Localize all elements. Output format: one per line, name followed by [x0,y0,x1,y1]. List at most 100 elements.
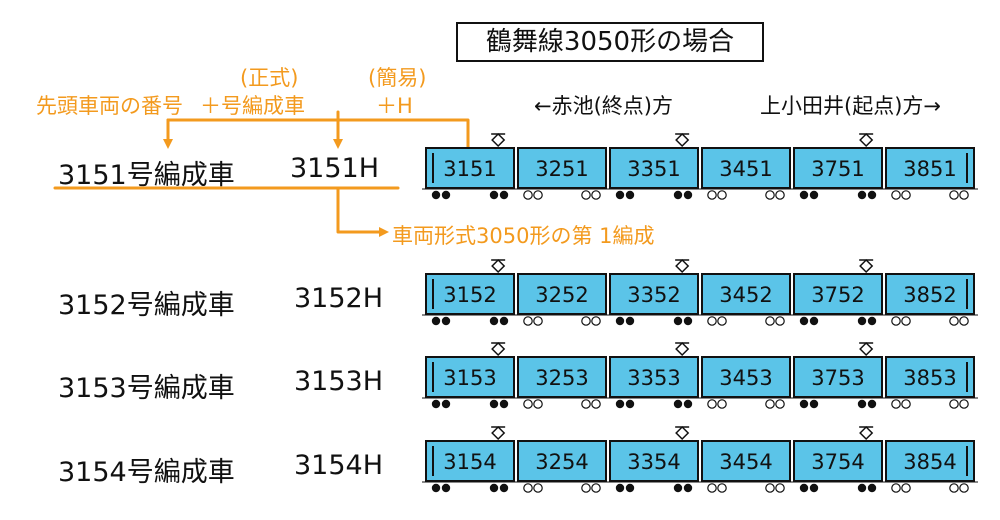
car-body [517,147,607,189]
motor-wheel-icon [615,483,625,493]
motor-wheel-icon [867,316,877,326]
train-car: 3252 [517,273,607,326]
pantograph-icon [491,258,506,274]
train-car: 3753 [793,341,883,409]
motor-wheel-icon [867,399,877,409]
motor-wheel-icon [683,483,693,493]
trailer-wheel-icon [765,483,775,493]
train-car: 3353 [609,341,699,409]
trailer-wheel-icon [533,399,543,409]
car-number: 3851 [903,157,956,181]
motor-wheel-icon [615,399,625,409]
trailer-wheel-icon [959,316,969,326]
motor-wheel-icon [625,483,635,493]
motor-wheel-icon [809,399,819,409]
train-car: 3152 [425,258,515,326]
trailer-wheel-icon [717,190,727,200]
formation-code: 3153H [294,366,384,397]
trailer-wheel-icon [581,483,591,493]
pantograph-icon [675,258,690,274]
car-number: 3751 [811,157,864,181]
pantograph-icon [491,425,506,441]
trailer-wheel-icon [775,483,785,493]
motor-wheel-icon [625,399,635,409]
trailer-wheel-icon [775,190,785,200]
motor-wheel-icon [809,190,819,200]
motor-wheel-icon [499,190,509,200]
car-number: 3153 [443,366,496,390]
car-body [609,356,699,398]
trailer-wheel-icon [949,316,959,326]
trailer-wheel-icon [591,399,601,409]
motor-wheel-icon [799,316,809,326]
formation-code: 3151H [290,153,380,184]
motor-wheel-icon [431,190,441,200]
car-number: 3454 [719,450,772,474]
trailer-wheel-icon [591,316,601,326]
trailer-wheel-icon [533,483,543,493]
pantograph-icon [675,132,690,148]
car-number: 3854 [903,450,956,474]
motor-wheel-icon [799,399,809,409]
car-number: 3351 [627,157,680,181]
trailer-wheel-icon [581,316,591,326]
car-body [885,273,975,315]
direction-right: 上小田井(起点)方→ [760,94,941,118]
annotation-formal: (正式) [240,66,299,90]
car-number: 3353 [627,366,680,390]
car-body [793,440,883,482]
car-number: 3754 [811,450,864,474]
car-number: 3352 [627,283,680,307]
trailer-wheel-icon [523,316,533,326]
pantograph-icon [859,425,874,441]
motor-wheel-icon [799,483,809,493]
motor-wheel-icon [441,483,451,493]
train-car: 3154 [425,425,515,493]
motor-wheel-icon [499,399,509,409]
train-car: 3454 [701,440,791,493]
connector-car-type [336,186,389,237]
motor-wheel-icon [499,316,509,326]
car-body [701,356,791,398]
page-title: 鶴舞線3050形の場合 [456,22,764,62]
car-body [885,356,975,398]
car-body [609,440,699,482]
car-number: 3354 [627,450,680,474]
motor-wheel-icon [857,190,867,200]
train-car: 3453 [701,356,791,409]
motor-wheel-icon [431,399,441,409]
motor-wheel-icon [625,190,635,200]
trailer-wheel-icon [891,316,901,326]
annotation-simple: (簡易) [368,66,427,90]
car-number: 3152 [443,283,496,307]
trailer-wheel-icon [959,483,969,493]
car-number: 3252 [535,283,588,307]
annotation-connectors [53,110,470,237]
car-number: 3151 [443,157,496,181]
car-body [701,147,791,189]
trailer-wheel-icon [707,316,717,326]
annotation-plus-formation: ＋号編成車 [200,94,305,118]
trailer-wheel-icon [949,483,959,493]
pantograph-icon [675,425,690,441]
motor-wheel-icon [615,316,625,326]
car-body [885,147,975,189]
car-body [885,440,975,482]
trailer-wheel-icon [581,399,591,409]
trailer-wheel-icon [707,399,717,409]
pantograph-icon [859,341,874,357]
car-number: 3852 [903,283,956,307]
car-body [425,356,515,398]
car-body [425,147,515,189]
trailer-wheel-icon [901,483,911,493]
trailer-wheel-icon [591,483,601,493]
train-car: 3251 [517,147,607,200]
car-body [517,356,607,398]
trailer-wheel-icon [581,190,591,200]
trailer-wheel-icon [717,483,727,493]
train-car: 3253 [517,356,607,409]
motor-wheel-icon [857,316,867,326]
